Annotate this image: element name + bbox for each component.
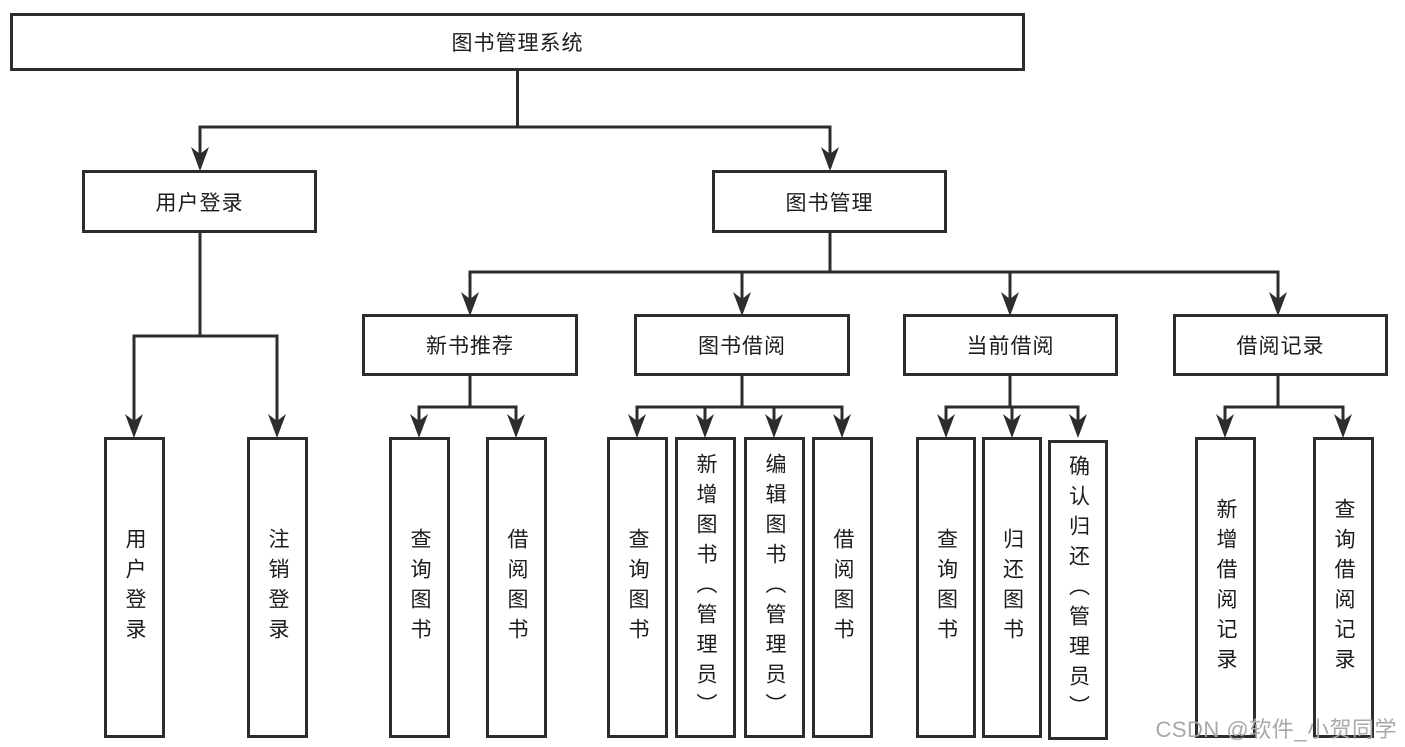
leaf-return-books-label: 归还图书 [1000,527,1024,648]
leaf-edit-books-admin-label: 编辑图书（管理员） [763,452,786,723]
leaf-current-query-books-label: 查询图书 [934,527,958,648]
leaf-logout: 注销登录 [247,437,308,738]
node-borrow-records-label: 借阅记录 [1236,335,1325,358]
leaf-edit-books-admin: 编辑图书（管理员） [744,437,805,738]
node-root-label: 图书管理系统 [451,32,584,55]
leaf-query-borrow-record-label: 查询借阅记录 [1332,497,1355,678]
node-book-borrow: 图书借阅 [634,314,850,376]
node-book-management: 图书管理 [712,170,947,233]
leaf-borrow-borrow-books: 借阅图书 [812,437,873,738]
leaf-add-borrow-record-label: 新增借阅记录 [1214,497,1237,678]
leaf-user-login-label: 用户登录 [123,527,146,648]
node-current-borrow: 当前借阅 [903,314,1118,376]
leaf-logout-label: 注销登录 [266,527,289,648]
leaf-add-books-admin-label: 新增图书（管理员） [694,452,717,723]
leaf-current-query-books: 查询图书 [916,437,976,738]
leaf-borrow-query-books: 查询图书 [607,437,668,738]
node-root: 图书管理系统 [10,13,1025,71]
node-new-book-recommend-label: 新书推荐 [426,335,514,358]
leaf-newbook-borrow-books: 借阅图书 [486,437,547,738]
leaf-confirm-return-admin-label: 确认归还（管理员） [1066,455,1090,725]
node-user-login-label: 用户登录 [155,191,244,215]
leaf-newbook-query-books: 查询图书 [389,437,450,738]
leaf-add-borrow-record: 新增借阅记录 [1195,437,1256,738]
leaf-query-borrow-record: 查询借阅记录 [1313,437,1374,738]
leaf-return-books: 归还图书 [982,437,1042,738]
leaf-borrow-query-books-label: 查询图书 [626,527,649,648]
node-borrow-records: 借阅记录 [1173,314,1388,376]
leaf-user-login: 用户登录 [104,437,165,738]
leaf-newbook-query-books-label: 查询图书 [408,527,431,648]
leaf-confirm-return-admin: 确认归还（管理员） [1048,440,1108,740]
node-user-login: 用户登录 [82,170,317,233]
node-new-book-recommend: 新书推荐 [362,314,578,376]
node-book-borrow-label: 图书借阅 [698,335,786,358]
node-current-borrow-label: 当前借阅 [966,335,1055,358]
leaf-newbook-borrow-books-label: 借阅图书 [505,527,528,648]
leaf-add-books-admin: 新增图书（管理员） [675,437,736,738]
leaf-borrow-borrow-books-label: 借阅图书 [831,527,854,648]
watermark: CSDN @软件_小贺同学 [1155,717,1397,742]
node-book-management-label: 图书管理 [785,191,874,215]
